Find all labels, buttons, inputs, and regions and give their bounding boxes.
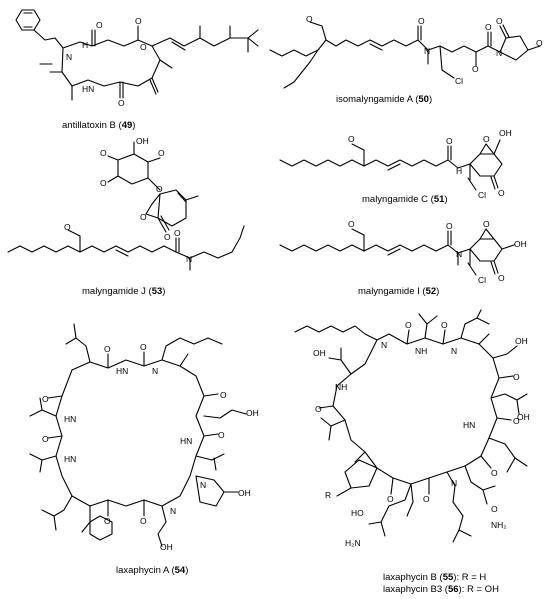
atom-o: O	[218, 430, 225, 440]
atom-cl: Cl	[455, 76, 463, 86]
atom-o: O	[483, 134, 490, 144]
atom-o: O	[441, 320, 448, 330]
atom-o: O	[491, 468, 498, 478]
caption-malyngamide-i: malyngamide I (52)	[358, 286, 440, 297]
caption-laxaphycin-b: laxaphycin B (55): R = H	[383, 572, 487, 583]
atom-hn: HN	[64, 414, 76, 424]
atom-o: O	[220, 390, 227, 400]
atom-o: O	[104, 516, 111, 526]
atom-o: O	[140, 342, 147, 352]
atom-hn: HN	[64, 454, 76, 464]
atom-o: O	[418, 16, 425, 26]
atom-o: O	[315, 404, 322, 414]
atom-ho: HO	[351, 508, 364, 518]
atom-o: O	[498, 188, 505, 198]
caption-laxaphycin-b3: laxaphycin B3 (56): R = OH	[383, 584, 499, 595]
atom-o: O	[485, 22, 492, 32]
structure-malyngamide-c: O O H O OH O Cl	[279, 128, 512, 200]
atom-o: O	[348, 134, 355, 144]
atom-nh: NH	[415, 346, 427, 356]
atom-o: O	[42, 434, 49, 444]
atom-n: N	[66, 52, 72, 62]
atom-o: O	[498, 273, 505, 283]
atom-o: O	[496, 16, 503, 26]
atom-n: N	[381, 340, 387, 350]
atom-o: O	[164, 232, 171, 242]
caption-antillatoxin-b: antillatoxin B (49)	[62, 120, 136, 131]
atom-hn: HN	[116, 366, 128, 376]
caption-malyngamide-j: malyngamide J (53)	[82, 286, 166, 297]
atom-oh: OH	[515, 336, 528, 346]
structure-laxaphycin-a: O O HN N O OH HN O OH N OH O O N O O HN …	[29, 323, 259, 552]
atom-o: O	[446, 136, 453, 146]
atom-o: O	[423, 494, 430, 504]
atom-n: N	[170, 506, 176, 516]
atom-o: O	[387, 494, 394, 504]
atom-o: O	[348, 219, 355, 229]
structure-antillatoxin-b: N O H O O HN O	[15, 9, 259, 108]
atom-o: O	[104, 344, 111, 354]
atom-oh: OH	[160, 542, 173, 552]
atom-n: N	[451, 346, 457, 356]
atom-nh: H	[456, 166, 462, 176]
atom-o: O	[140, 516, 147, 526]
atom-o: O	[306, 14, 313, 24]
structure-isomalyngamide-a: O O N Cl O O N O O	[269, 14, 543, 89]
atom-n: N	[152, 366, 158, 376]
atom-o: O	[491, 504, 498, 514]
caption-isomalyngamide-a: isomalyngamide A (50)	[336, 94, 433, 105]
atom-nh: H	[82, 40, 88, 50]
atom-r: R	[325, 490, 331, 500]
atom-o: O	[100, 178, 107, 188]
atom-o: O	[158, 148, 165, 158]
atom-nh: NH	[335, 382, 347, 392]
atom-n: N	[186, 254, 192, 264]
atom-oh: OH	[246, 408, 259, 418]
atom-o: O	[96, 20, 103, 30]
atom-cl: Cl	[478, 190, 486, 200]
atom-o: O	[483, 219, 490, 229]
structure-malyngamide-i: O O N O OH O Cl	[279, 219, 527, 285]
atom-n: N	[200, 480, 206, 490]
atom-n: N	[451, 478, 457, 488]
atom-o: O	[64, 222, 71, 232]
atom-o: O	[513, 416, 520, 426]
atom-o: O	[156, 184, 163, 194]
atom-o: O	[118, 98, 125, 108]
atom-o: O	[405, 320, 412, 330]
structure-malyngamide-j: OH O O O O O O O O N	[7, 136, 245, 271]
atom-o: O	[100, 148, 107, 158]
atom-oh: OH	[136, 136, 149, 146]
atom-hn: HN	[82, 84, 94, 94]
atom-o: O	[513, 372, 520, 382]
atom-o: O	[446, 221, 453, 231]
atom-h2n: H₂N	[345, 538, 361, 548]
atom-n: N	[456, 249, 462, 259]
atom-n: N	[424, 46, 430, 56]
atom-hn: HN	[463, 420, 475, 430]
atom-cl: Cl	[478, 275, 486, 285]
atom-o: O	[135, 16, 142, 26]
atom-n: N	[496, 48, 502, 58]
atom-o: O	[140, 42, 147, 52]
atom-hn: HN	[180, 436, 192, 446]
atom-oh: OH	[499, 128, 512, 138]
atom-o: O	[174, 228, 181, 238]
atom-o: O	[140, 212, 147, 222]
atom-nh2: NH₂	[491, 520, 507, 530]
atom-oh: OH	[238, 488, 251, 498]
atom-oh: OH	[517, 412, 530, 422]
caption-laxaphycin-a: laxaphycin A (54)	[116, 565, 189, 576]
atom-o: O	[42, 394, 49, 404]
caption-malyngamide-c: malyngamide C (51)	[362, 194, 448, 205]
atom-o: O	[472, 64, 479, 74]
atom-oh: OH	[313, 348, 326, 358]
atom-o: O	[536, 38, 543, 48]
structure-laxaphycin-b: O O N NH N OH O O OH HN O O NH₂ O N O R …	[294, 309, 530, 548]
atom-oh: OH	[514, 239, 527, 249]
